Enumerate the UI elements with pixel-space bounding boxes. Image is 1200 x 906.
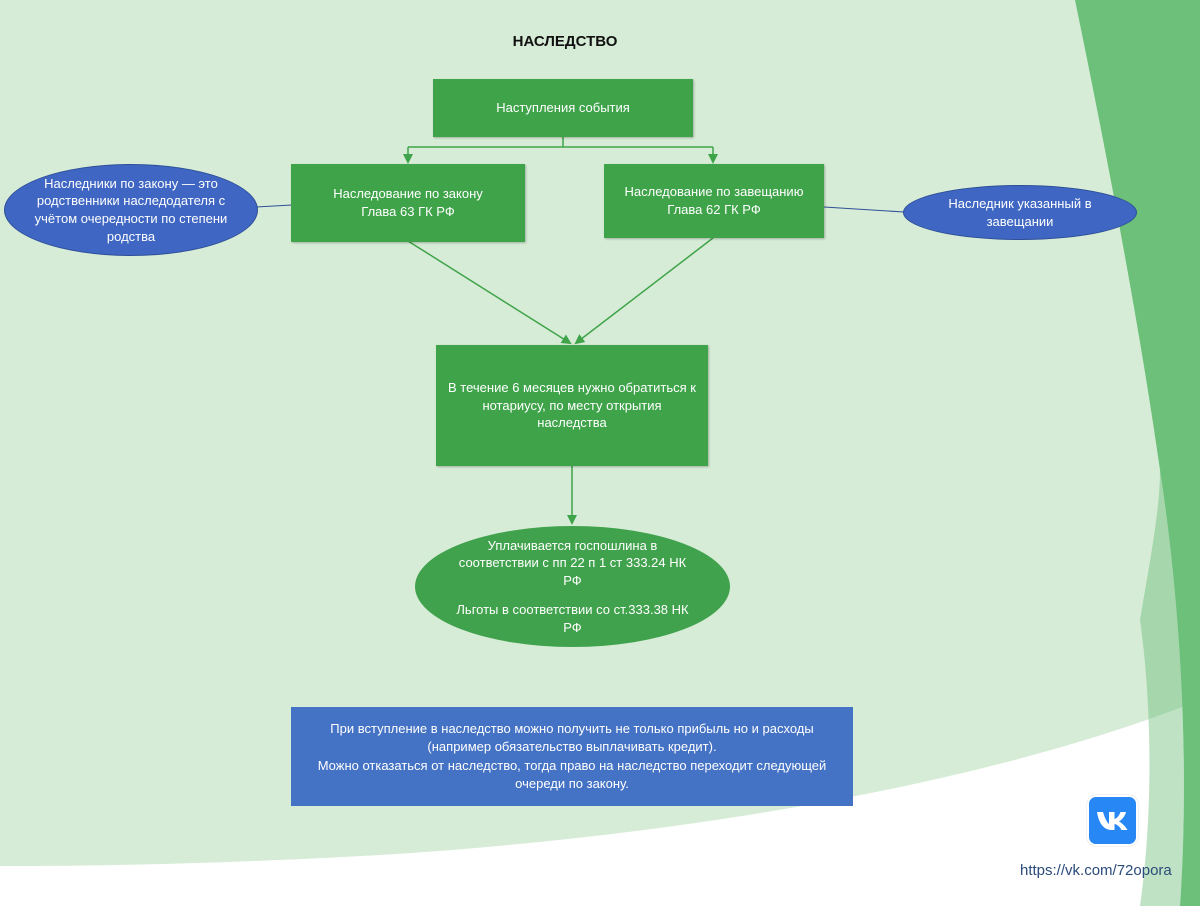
info-note-box: При вступление в наследство можно получи… [291,707,853,806]
vk-logo-icon[interactable] [1087,795,1138,846]
inheritance-by-law-label: Наследование по закону [333,186,483,202]
legal-heirs-ellipse: Наследники по закону — это родственники … [4,164,258,256]
notary-box-label: В течение 6 месяцев нужно обратиться к н… [448,380,696,431]
inheritance-by-will-label: Наследование по завещанию [624,184,804,200]
notary-box: В течение 6 месяцев нужно обратиться к н… [436,345,708,466]
inheritance-by-will-box: Наследование по завещанию Глава 62 ГК РФ [604,164,824,238]
event-box: Наступления события [433,79,693,137]
state-duty-ellipse: Уплачивается госпошлина в соответствии с… [415,526,730,647]
duty-benefits-text: Льготы в соответствии со ст.333.38 НК РФ [456,602,689,635]
vk-glyph-icon [1096,811,1127,830]
info-note-line-2: Можно отказаться от наследство, тогда пр… [317,757,827,791]
will-heir-ellipse: Наследник указанный в завещании [903,185,1137,240]
event-box-label: Наступления события [496,100,630,116]
info-note-line-1: При вступление в наследство можно получи… [330,721,814,755]
inheritance-by-will-chapter: Глава 62 ГК РФ [667,202,761,217]
footer-url[interactable]: https://vk.com/72opora [1020,862,1172,879]
inheritance-by-law-chapter: Глава 63 ГК РФ [361,204,455,219]
will-heir-label: Наследник указанный в завещании [948,195,1092,229]
legal-heirs-label: Наследники по закону — это родственники … [34,175,228,244]
inheritance-by-law-box: Наследование по закону Глава 63 ГК РФ [291,164,525,242]
diagram-title: НАСЛЕДСТВО [512,33,618,50]
state-duty-text: Уплачивается госпошлина в соответствии с… [458,537,687,588]
